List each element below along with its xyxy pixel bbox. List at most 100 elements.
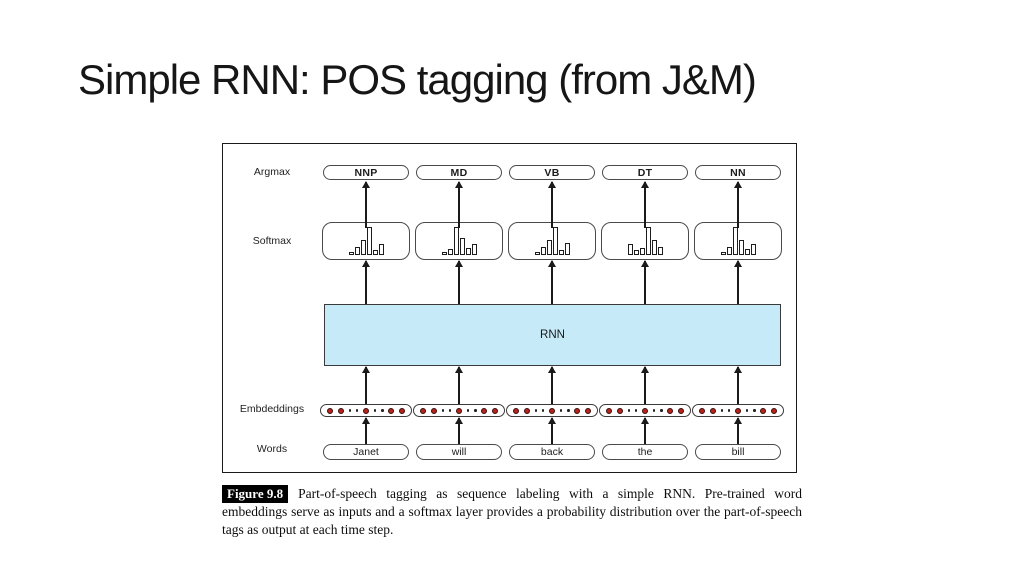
word-pill: the bbox=[602, 444, 688, 460]
arrow-up-icon bbox=[640, 260, 651, 304]
histogram-bar bbox=[534, 251, 540, 255]
embedding-dot bbox=[327, 407, 333, 414]
embedding-dot bbox=[466, 409, 470, 412]
embedding-dot bbox=[541, 409, 545, 412]
embedding-dot bbox=[355, 409, 359, 412]
embedding-dot bbox=[745, 409, 749, 412]
histogram-bar bbox=[651, 239, 657, 255]
arrow-up-icon bbox=[547, 181, 558, 228]
embedding-dot bbox=[678, 407, 684, 414]
word-pill: will bbox=[416, 444, 502, 460]
embedding-dot bbox=[441, 409, 444, 412]
word-pill: back bbox=[509, 444, 595, 460]
histogram-bar bbox=[459, 238, 465, 255]
arrow-up-icon bbox=[733, 366, 744, 404]
figure-caption-text: Part-of-speech tagging as sequence label… bbox=[222, 486, 802, 538]
column: DT the bbox=[598, 144, 692, 474]
arrow-up-icon bbox=[361, 417, 372, 444]
arrow-up-icon bbox=[733, 181, 744, 228]
histogram-bar bbox=[633, 249, 639, 255]
histogram-bar bbox=[750, 243, 756, 255]
histogram-bar bbox=[360, 239, 366, 255]
arrow-up-icon bbox=[454, 417, 465, 444]
histogram-bar bbox=[447, 248, 453, 255]
rnn-box: RNN bbox=[324, 304, 781, 366]
histogram-bar bbox=[366, 227, 372, 255]
embedding-dot bbox=[660, 409, 663, 412]
embedding-vector bbox=[506, 404, 598, 417]
softmax-histogram bbox=[602, 227, 688, 255]
embedding-dot bbox=[513, 407, 519, 414]
pos-tag-pill: VB bbox=[509, 165, 595, 180]
softmax-box bbox=[415, 222, 503, 260]
arrow-up-icon bbox=[640, 181, 651, 228]
row-label-argmax: Argmax bbox=[253, 166, 291, 178]
softmax-histogram bbox=[509, 227, 595, 255]
histogram-bar bbox=[441, 251, 447, 255]
embedding-dot bbox=[771, 407, 777, 414]
histogram-bar bbox=[558, 249, 564, 255]
pos-tag-pill: DT bbox=[602, 165, 688, 180]
embedding-dot bbox=[606, 407, 612, 414]
histogram-bar bbox=[738, 239, 744, 255]
row-label-words: Words bbox=[256, 443, 288, 455]
embedding-vector bbox=[413, 404, 505, 417]
column: VB back bbox=[505, 144, 599, 474]
pos-tag-pill: MD bbox=[416, 165, 502, 180]
rnn-figure: Argmax Softmax Embdeddings Words RNN NNP… bbox=[222, 143, 797, 473]
histogram-bar bbox=[732, 227, 738, 255]
embedding-dot bbox=[430, 407, 437, 414]
histogram-bar bbox=[372, 249, 378, 255]
arrow-up-icon bbox=[454, 366, 465, 404]
arrow-up-icon bbox=[454, 181, 465, 228]
word-pill: bill bbox=[695, 444, 781, 460]
embedding-dot bbox=[567, 409, 570, 412]
embedding-dot bbox=[534, 409, 537, 412]
embedding-dot bbox=[456, 407, 462, 414]
embedding-vector bbox=[599, 404, 691, 417]
embedding-dot bbox=[709, 407, 716, 414]
embedding-dot bbox=[727, 409, 731, 412]
histogram-bar bbox=[627, 244, 633, 255]
embedding-dot bbox=[760, 407, 767, 414]
arrow-up-icon bbox=[733, 260, 744, 304]
embedding-dot bbox=[720, 409, 723, 412]
histogram-bar bbox=[465, 248, 471, 255]
column: NNP Janet bbox=[319, 144, 413, 474]
embedding-dot bbox=[634, 409, 638, 412]
histogram-bar bbox=[639, 248, 645, 255]
embedding-vector bbox=[320, 404, 412, 417]
embedding-dot bbox=[448, 409, 452, 412]
embedding-dot bbox=[652, 409, 656, 412]
histogram-bar bbox=[378, 243, 384, 255]
embedding-dot bbox=[753, 409, 756, 412]
embedding-dot bbox=[574, 407, 581, 414]
embedding-dot bbox=[549, 407, 555, 414]
embedding-dot bbox=[667, 407, 674, 414]
histogram-bar bbox=[354, 246, 360, 255]
embedding-dot bbox=[399, 407, 405, 414]
arrow-up-icon bbox=[640, 366, 651, 404]
histogram-bar bbox=[453, 227, 459, 255]
arrow-up-icon bbox=[361, 181, 372, 228]
embedding-dot bbox=[337, 407, 344, 414]
slide-title: Simple RNN: POS tagging (from J&M) bbox=[78, 56, 757, 103]
histogram-bar bbox=[720, 251, 726, 255]
softmax-box bbox=[322, 222, 410, 260]
arrow-up-icon bbox=[547, 260, 558, 304]
histogram-bar bbox=[564, 243, 570, 255]
word-pill: Janet bbox=[323, 444, 409, 460]
embedding-dot bbox=[492, 407, 498, 414]
embedding-dot bbox=[585, 407, 591, 414]
histogram-bar bbox=[645, 227, 651, 255]
embedding-dot bbox=[363, 407, 369, 414]
embedding-dot bbox=[699, 407, 705, 414]
embedding-dot bbox=[481, 407, 488, 414]
row-label-softmax: Softmax bbox=[252, 235, 292, 247]
arrow-up-icon bbox=[733, 417, 744, 444]
embedding-dot bbox=[642, 407, 648, 414]
embedding-dot bbox=[474, 409, 477, 412]
embedding-dot bbox=[388, 407, 395, 414]
